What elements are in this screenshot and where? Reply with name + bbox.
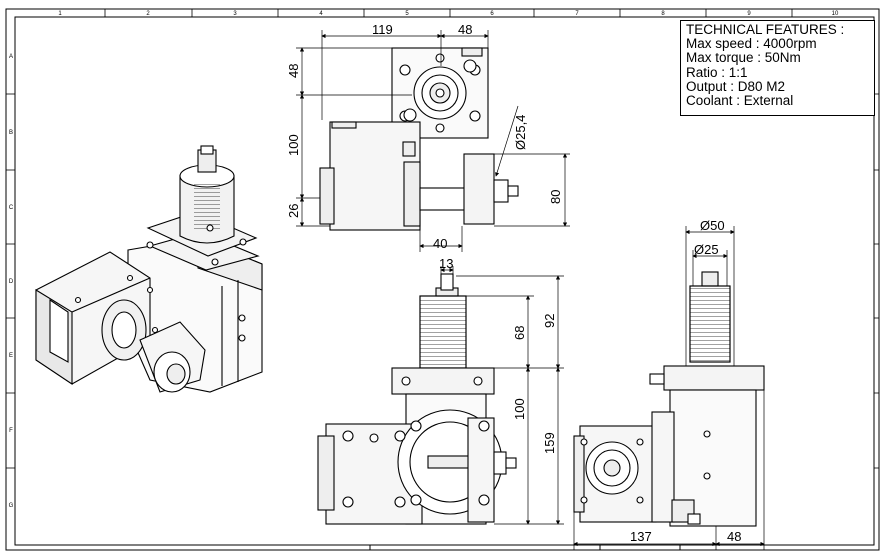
row-label: D xyxy=(9,279,14,285)
feature-line: Max speed : 4000rpm xyxy=(686,36,817,52)
dimension-label: 48 xyxy=(286,64,301,78)
column-label: 8 xyxy=(661,11,665,17)
column-label: 1 xyxy=(58,11,62,17)
column-label: 2 xyxy=(146,11,150,17)
dimension-label: 92 xyxy=(542,314,557,328)
feature-line: Ratio : 1:1 xyxy=(686,64,748,80)
isometric-view xyxy=(35,145,263,393)
row-label: A xyxy=(9,54,13,60)
column-label: 6 xyxy=(490,11,494,17)
technical-features-title: TECHNICAL FEATURES : xyxy=(686,22,845,37)
dimension-label: 159 xyxy=(542,432,557,454)
dimension-label: Ø50 xyxy=(700,218,725,233)
dimension-label: 119 xyxy=(372,22,393,37)
feature-line: Max torque : 50Nm xyxy=(686,50,801,66)
dimension-label: 40 xyxy=(433,236,447,251)
front-view-dimensions xyxy=(440,266,564,525)
dimension-label: 68 xyxy=(512,326,527,340)
front-view xyxy=(317,273,517,525)
side-view xyxy=(573,271,765,527)
side-view-dimensions xyxy=(573,226,765,550)
dimension-label: 48 xyxy=(458,22,472,37)
feature-line: Output : D80 M2 xyxy=(686,78,786,94)
column-label: 5 xyxy=(405,11,409,17)
dimension-label: 13 xyxy=(439,256,453,271)
row-label: G xyxy=(9,503,14,509)
dimension-label: Ø25,4 xyxy=(513,115,528,150)
top-view-dimensions xyxy=(296,30,570,252)
dimension-label: 26 xyxy=(286,204,301,218)
dimension-label: 137 xyxy=(630,529,652,544)
row-label: C xyxy=(9,205,14,211)
row-label: E xyxy=(9,353,13,359)
top-view xyxy=(319,47,519,231)
drawing-border: 1 2 3 4 5 6 7 8 9 10 A B C D E F G xyxy=(5,8,880,551)
row-label: B xyxy=(9,130,13,136)
feature-line: Coolant : External xyxy=(686,93,794,109)
dimension-label: 100 xyxy=(512,398,527,420)
column-label: 3 xyxy=(233,11,237,17)
column-label: 10 xyxy=(832,11,839,17)
dimension-label: Ø25 xyxy=(694,242,719,257)
column-label: 4 xyxy=(319,11,323,17)
column-label: 7 xyxy=(575,11,579,17)
column-label: 9 xyxy=(747,11,751,17)
row-label: F xyxy=(9,428,13,434)
dimension-label: 80 xyxy=(548,190,563,204)
dimension-label: 100 xyxy=(286,134,301,156)
technical-features-box: TECHNICAL FEATURES : Max speed : 4000rpm… xyxy=(680,20,875,116)
dimension-label: 48 xyxy=(727,529,741,544)
